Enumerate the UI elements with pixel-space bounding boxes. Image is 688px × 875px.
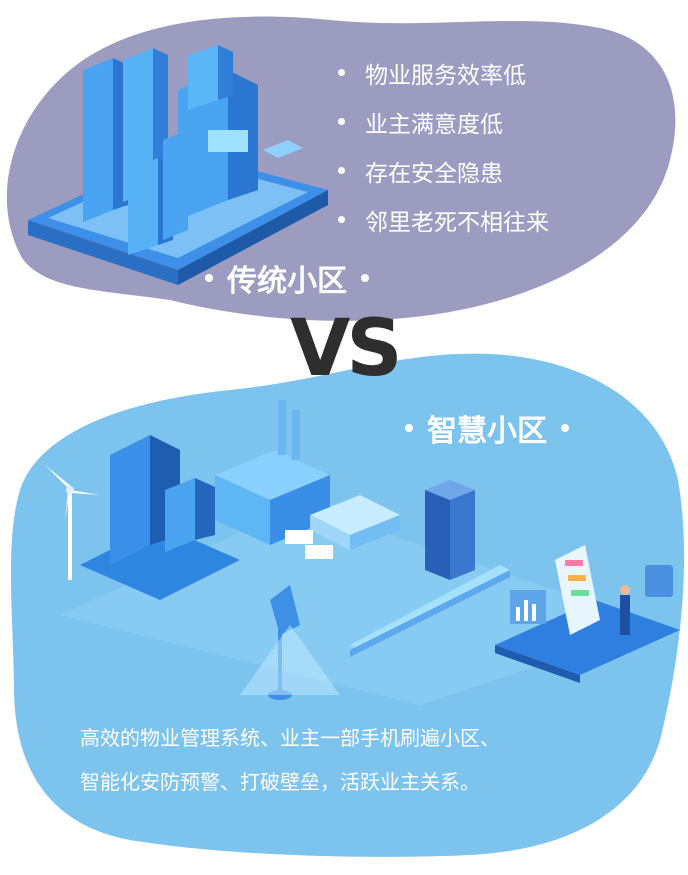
list-item-text: 邻里老死不相往来 [365, 209, 549, 236]
smart-community-title: 智慧小区 [405, 406, 569, 450]
description-line: 智能化安防预警、打破壁垒，活跃业主关系。 [80, 770, 480, 794]
list-item-text: 业主满意度低 [365, 111, 503, 138]
description-line: 高效的物业管理系统、业主一部手机刷遍小区、 [80, 726, 500, 750]
bullet-dot-icon [338, 118, 345, 125]
title-dot-icon [361, 274, 369, 282]
title-dot-icon [205, 274, 213, 282]
bar-chart-icon [510, 590, 546, 624]
smart-community-description: 高效的物业管理系统、业主一部手机刷遍小区、 智能化安防预警、打破壁垒，活跃业主关… [80, 716, 660, 804]
title-text: 智慧小区 [427, 414, 547, 449]
list-item-text: 物业服务效率低 [365, 62, 526, 89]
bullet-dot-icon [338, 216, 345, 223]
list-item-text: 存在安全隐患 [365, 160, 503, 187]
list-item: 业主满意度低 [338, 97, 549, 146]
title-dot-icon [561, 424, 569, 432]
street-lamp-icon [240, 585, 340, 700]
list-item: 存在安全隐患 [338, 146, 549, 195]
traditional-community-title: 传统小区 [205, 256, 369, 300]
list-item: 邻里老死不相往来 [338, 195, 549, 244]
list-item: 物业服务效率低 [338, 48, 549, 97]
bullet-dot-icon [338, 69, 345, 76]
title-text: 传统小区 [227, 264, 347, 299]
smart-community-illustration [45, 400, 680, 705]
bullet-dot-icon [338, 167, 345, 174]
vs-label: VS [290, 304, 403, 394]
title-dot-icon [405, 424, 413, 432]
traditional-problems-list: 物业服务效率低 业主满意度低 存在安全隐患 邻里老死不相往来 [338, 48, 549, 244]
wind-turbine-icon [45, 465, 100, 580]
city-buildings-illustration [28, 45, 328, 285]
smartphone-icon [555, 545, 600, 635]
